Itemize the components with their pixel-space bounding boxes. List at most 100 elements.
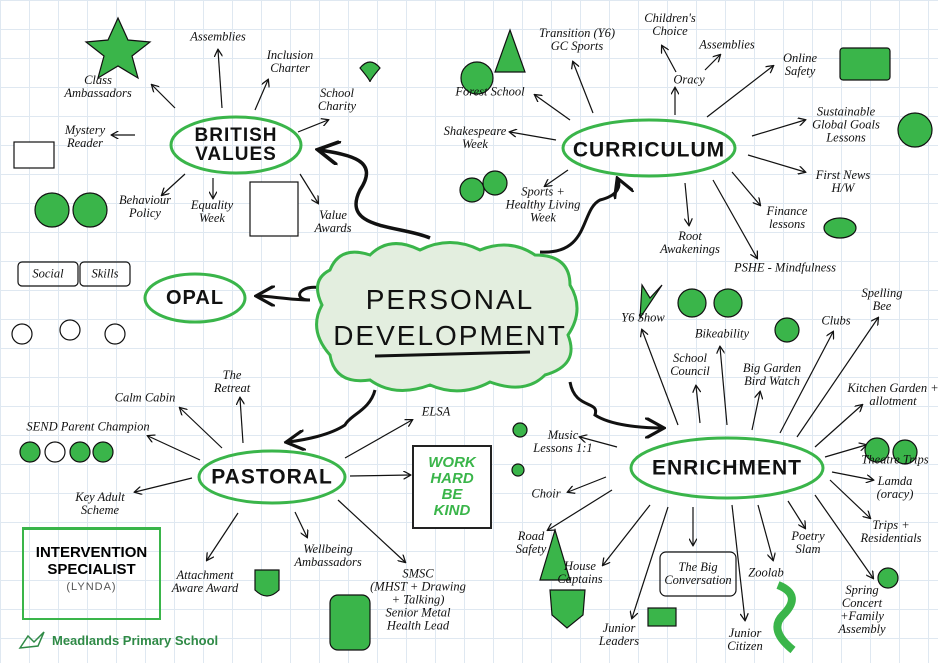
hen-icon: [774, 317, 800, 343]
arrow: [573, 62, 594, 114]
label-childrens-choice: Children's Choice: [644, 11, 696, 38]
bubble-skills: Skills: [91, 266, 119, 281]
puzzle-head-icon: [329, 594, 371, 651]
certificate-icon: [249, 181, 299, 237]
arrow: [299, 173, 318, 203]
label-behaviour-policy: Behaviour Policy: [118, 193, 172, 220]
microphone-icon: [877, 567, 899, 589]
arrow: [240, 398, 243, 444]
label-bikeability: Bikeability: [694, 326, 750, 341]
bird-logo-icon: [18, 631, 45, 649]
arrow: [344, 420, 412, 459]
arrow: [696, 386, 700, 424]
british-values-ellipse: [169, 115, 303, 175]
arrow: [731, 171, 760, 205]
arrow: [148, 436, 201, 461]
hub-pastoral: PASTORAL: [211, 465, 333, 489]
arrow: [207, 512, 239, 560]
arrow: [814, 494, 873, 578]
label-transition-gc-sports: Transition (Y6) GC Sports: [538, 26, 616, 53]
arrow: [814, 405, 862, 448]
hub-curriculum: CURRICULUM: [572, 138, 726, 162]
parent-face-icon: [44, 441, 66, 463]
flag-icon: [647, 607, 677, 627]
label-spelling-bee: Spelling Bee: [861, 286, 903, 313]
label-school-charity: School Charity: [317, 86, 357, 113]
label-equality-week: Equality Week: [190, 198, 234, 225]
label-sustainable-global-goals: Sustainable Global Goals Lessons: [812, 104, 880, 145]
school-name: Meadlands Primary School: [52, 632, 219, 648]
squiggle-arrow-opal: [258, 287, 331, 300]
label-root-awakenings: Root Awakenings: [660, 229, 720, 256]
speech-bubbles: [17, 261, 737, 597]
bicycle-icon: [713, 288, 743, 318]
label-key-adult-scheme: Key Adult Scheme: [75, 490, 125, 517]
child-figure-icon: [59, 319, 81, 341]
coins-icon: [823, 217, 857, 239]
hub-british-values: BRITISH VALUES: [194, 125, 278, 165]
illustrations: [11, 16, 933, 654]
label-choir: Choir: [531, 486, 561, 501]
label-big-garden-bird-watch: Big Garden Bird Watch: [742, 361, 802, 388]
bicycle-icon: [677, 288, 707, 318]
trophy-icon: [254, 569, 280, 597]
snake-icon: [773, 581, 796, 654]
apple-icon: [482, 170, 508, 196]
arrow: [603, 504, 651, 565]
arrow: [632, 506, 669, 618]
label-assemblies: Assemblies: [190, 29, 246, 44]
tree-icon: [460, 61, 494, 95]
label-shakespeare-week: Shakespeare Week: [443, 124, 507, 151]
label-pshe-mindfulness: PSHE - Mindfulness: [733, 260, 837, 275]
label-forest-school: Forest School: [455, 84, 525, 99]
parent-face-icon: [69, 441, 91, 463]
hub-enrichment: ENRICHMENT: [652, 456, 802, 480]
arrows: [112, 46, 878, 620]
arrow: [751, 392, 760, 431]
arrow: [662, 46, 677, 73]
arrow: [720, 347, 728, 426]
arrow: [580, 437, 618, 448]
theatre-mask-icon: [864, 437, 890, 463]
music-note-icon: [511, 463, 525, 477]
pear-icon: [459, 177, 485, 203]
squiggle-arrow-pastoral: [288, 389, 377, 442]
label-value-awards: Value Awards: [314, 208, 352, 235]
arrow: [162, 173, 186, 195]
arrow: [747, 154, 805, 172]
opal-ellipse: [143, 272, 247, 324]
theatre-mask-icon: [892, 439, 918, 465]
traffic-cone-icon: [539, 527, 571, 581]
sad-face-icon: [72, 192, 108, 228]
arrow: [796, 318, 878, 438]
arrow: [297, 120, 328, 133]
arrow: [706, 66, 773, 118]
squiggle-arrow-british: [320, 150, 431, 240]
title-underline: [374, 350, 531, 358]
label-clubs: Clubs: [821, 313, 851, 328]
arrow: [712, 179, 757, 258]
arrow: [779, 332, 833, 434]
arrow: [685, 182, 689, 225]
intervention-name: (LYNDA): [66, 581, 117, 593]
label-poetry-slam: Poetry Slam: [791, 529, 825, 556]
label-attachment-aware-award: Attachment Aware Award: [171, 568, 239, 595]
label-music-lessons: Music Lessons 1:1: [533, 428, 593, 455]
label-road-safety: Road Safety: [515, 529, 547, 556]
label-sports-healthy-living: Sports + Healthy Living Week: [505, 184, 581, 225]
intervention-title: INTERVENTION SPECIALIST: [35, 544, 148, 578]
label-kitchen-garden: Kitchen Garden + allotment: [847, 381, 938, 408]
label-junior-leaders: Junior Leaders: [598, 621, 640, 648]
hub-opal: OPAL: [165, 287, 225, 309]
child-figure-icon: [104, 323, 126, 345]
speech-bubble-skills: [79, 261, 131, 287]
parent-face-icon: [92, 441, 114, 463]
laptop-icon: [839, 47, 891, 81]
label-big-conversation: The Big Conversation: [664, 560, 732, 587]
school-logo: Meadlands Primary School: [18, 628, 218, 652]
arrow: [548, 489, 613, 530]
globe-icon: [897, 112, 933, 148]
arrow: [568, 476, 607, 492]
curriculum-ellipse: [561, 118, 737, 178]
